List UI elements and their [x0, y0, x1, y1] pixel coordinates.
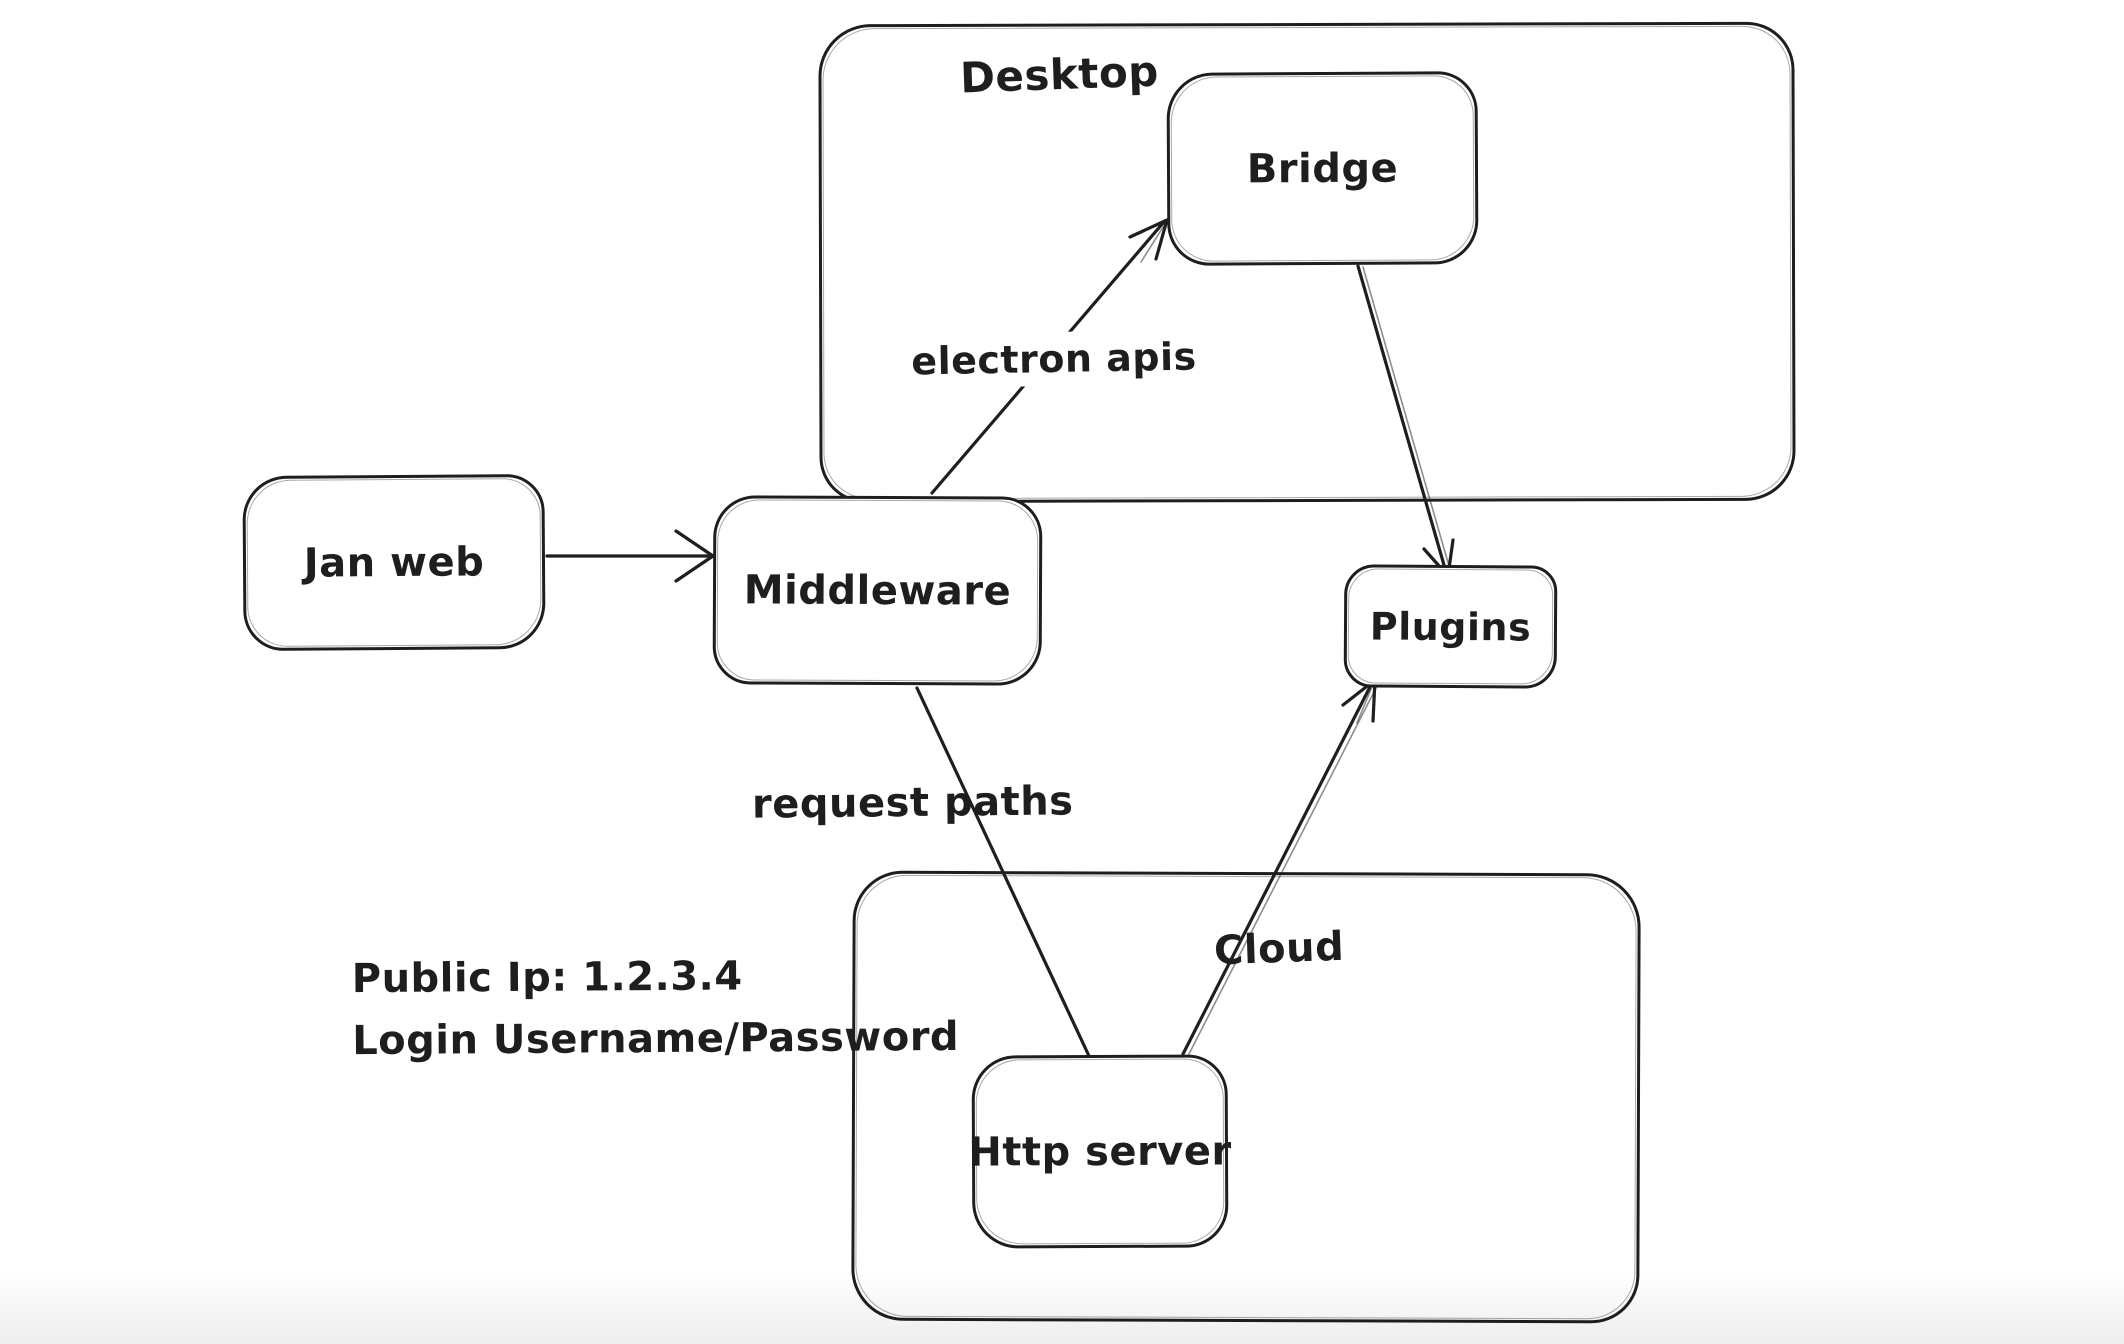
edge-janweb-middleware[interactable]: [545, 529, 715, 583]
node-jan-web-label: Jan web: [303, 538, 485, 587]
edge-bridge-plugins[interactable]: [1356, 264, 1455, 578]
node-middleware-label: Middleware: [743, 566, 1012, 615]
node-jan-web[interactable]: Jan web: [242, 473, 546, 652]
node-http-server-label: Http server: [968, 1127, 1232, 1176]
credentials-note-line1: Public Ip: 1.2.3.4: [351, 953, 743, 1003]
credentials-note[interactable]: Public Ip: 1.2.3.4 Login Username/Passwo…: [352, 944, 960, 1072]
edge-label-request-paths: request paths: [751, 778, 1074, 828]
node-middleware[interactable]: Middleware: [712, 495, 1043, 686]
node-bridge-label: Bridge: [1246, 145, 1399, 192]
edge-label-electron-apis: electron apis: [911, 329, 1197, 389]
edge-httpserver-plugins[interactable]: [1181, 678, 1377, 1056]
node-plugins[interactable]: Plugins: [1343, 564, 1558, 689]
node-plugins-label: Plugins: [1369, 604, 1532, 649]
credentials-note-line2: Login Username/Password: [352, 1013, 960, 1065]
container-cloud-label: Cloud: [1213, 923, 1345, 975]
node-http-server[interactable]: Http server: [968, 1054, 1232, 1249]
node-bridge[interactable]: Bridge: [1166, 71, 1479, 266]
edge-middleware-httpserver[interactable]: [915, 686, 1091, 1058]
